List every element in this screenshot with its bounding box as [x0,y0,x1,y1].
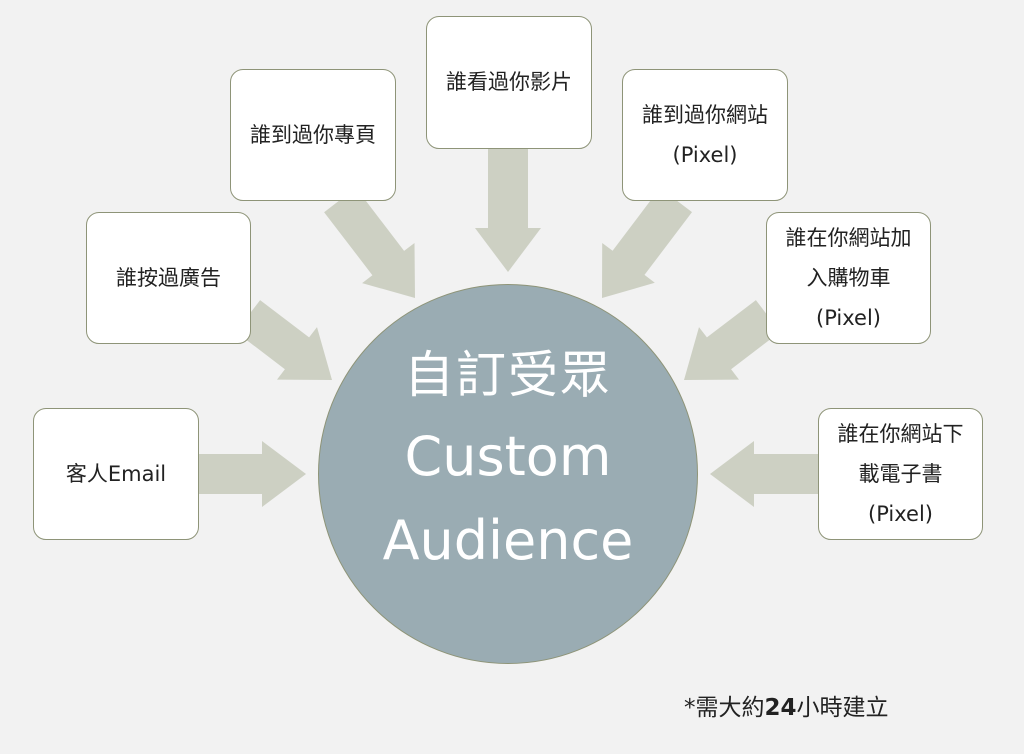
source-label: 入購物車 [806,266,891,290]
source-box-page-visits: 誰到過你專頁 [230,69,396,201]
footnote-number: 24 [764,695,797,721]
source-box-email: 客人Email [33,408,199,540]
footnote: *需大約24小時建立 [684,688,889,722]
source-box-website-visits: 誰到過你網站 (Pixel) [622,69,788,201]
source-label: 誰在你網站下 [837,422,964,446]
source-box-add-to-cart: 誰在你網站加 入購物車 (Pixel) [766,212,931,344]
source-label: (Pixel) [868,502,933,526]
source-label: 誰到過你專頁 [250,123,376,147]
arrow-ad-clicks [235,300,332,380]
footnote-suffix: 小時建立 [796,695,889,721]
arrow-ebook-download [710,441,818,507]
source-label: (Pixel) [816,306,881,330]
source-label: 誰在你網站加 [785,226,912,250]
arrow-add-to-cart [684,300,781,380]
source-label: 誰到過你網站 [642,103,768,127]
hub-title-en-line2: Audience [382,509,634,572]
source-label: 客人Email [65,462,167,486]
hub-title-zh: 自訂受眾 [404,346,612,404]
arrow-website-visits [602,187,692,298]
source-label: 誰看過你影片 [446,70,572,94]
source-box-ebook-download: 誰在你網站下 載電子書 (Pixel) [818,408,983,540]
source-box-ad-clicks: 誰按過廣告 [86,212,251,344]
source-label: 載電子書 [858,462,943,486]
arrow-email [198,441,306,507]
source-label: (Pixel) [672,143,738,167]
arrow-video-views [475,148,541,272]
source-label: 誰按過廣告 [116,266,221,290]
source-box-video-views: 誰看過你影片 [426,16,592,149]
hub-title-en-line1: Custom [404,425,612,488]
custom-audience-hub: 自訂受眾 Custom Audience [318,284,698,664]
footnote-prefix: *需大約 [684,695,765,721]
arrow-page-visits [324,187,415,298]
